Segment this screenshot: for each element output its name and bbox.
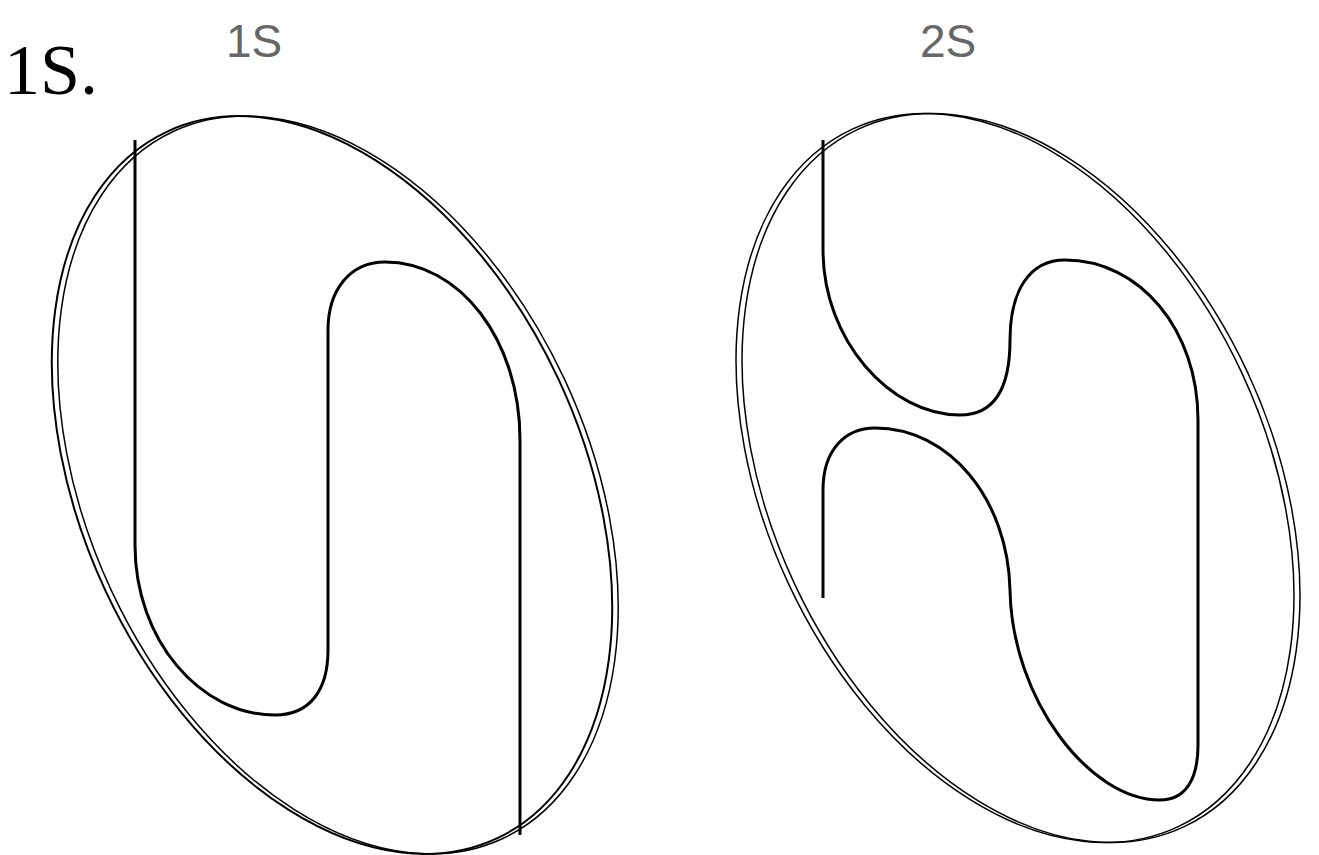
figure-label: 1S.	[4, 34, 98, 106]
panel-label: 2S	[920, 18, 976, 64]
panel-label: 1S	[226, 18, 282, 64]
